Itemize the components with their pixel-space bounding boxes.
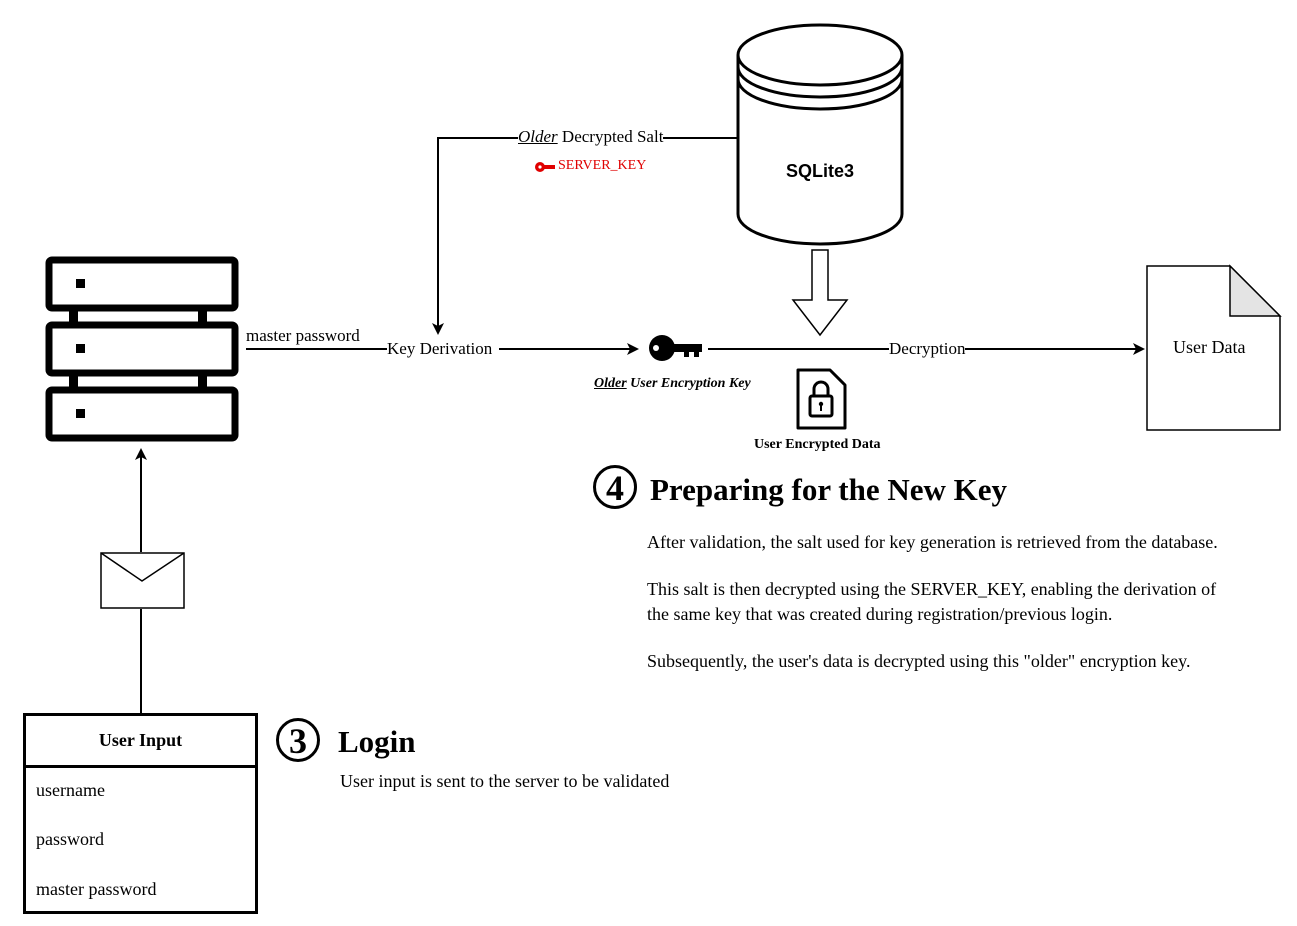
step4-number: 4	[593, 465, 637, 509]
user-input-form: User Input username password master pass…	[23, 713, 258, 914]
decrypted-salt-label: Older Decrypted Salt	[518, 127, 664, 147]
step4-paragraph-2a: This salt is then decrypted using the SE…	[647, 579, 1217, 599]
database-label: SQLite3	[786, 161, 855, 181]
key-derivation-label: Key Derivation	[387, 339, 493, 359]
user-input-title: User Input	[26, 716, 255, 768]
user-encrypted-data-label: User Encrypted Data	[754, 437, 881, 452]
user-encryption-key-text: User Encryption Key	[626, 376, 751, 391]
database-icon	[736, 23, 904, 246]
document-icon	[1146, 264, 1282, 431]
master-password-field: master password	[36, 879, 157, 899]
older-word: Older	[518, 127, 558, 146]
master-password-label: master password	[246, 326, 360, 346]
user-encryption-key-label: Older User Encryption Key	[594, 376, 751, 392]
username-field: username	[36, 780, 105, 800]
older-key-prefix: Older	[594, 376, 627, 391]
step4-paragraph-2b: the same key that was created during reg…	[647, 604, 1113, 624]
server-key-icon	[535, 162, 555, 172]
step4-title: Preparing for the New Key	[650, 472, 1007, 507]
arrow-db-down	[791, 249, 849, 337]
password-field: password	[36, 829, 104, 849]
step3-number: 3	[276, 718, 320, 762]
step3-title: Login	[338, 724, 416, 759]
server-icon	[45, 256, 239, 442]
step4-paragraph-1: After validation, the salt used for key …	[647, 532, 1218, 552]
step3-description: User input is sent to the server to be v…	[340, 771, 670, 791]
decryption-label: Decryption	[889, 339, 966, 359]
step4-paragraph-3: Subsequently, the user's data is decrypt…	[647, 651, 1191, 671]
envelope-icon	[100, 552, 185, 609]
user-data-label: User Data	[1173, 337, 1246, 357]
server-key-label: SERVER_KEY	[558, 158, 647, 173]
decrypted-salt-text: Decrypted Salt	[557, 127, 664, 146]
lock-file-icon	[796, 368, 847, 430]
key-icon	[649, 335, 702, 361]
